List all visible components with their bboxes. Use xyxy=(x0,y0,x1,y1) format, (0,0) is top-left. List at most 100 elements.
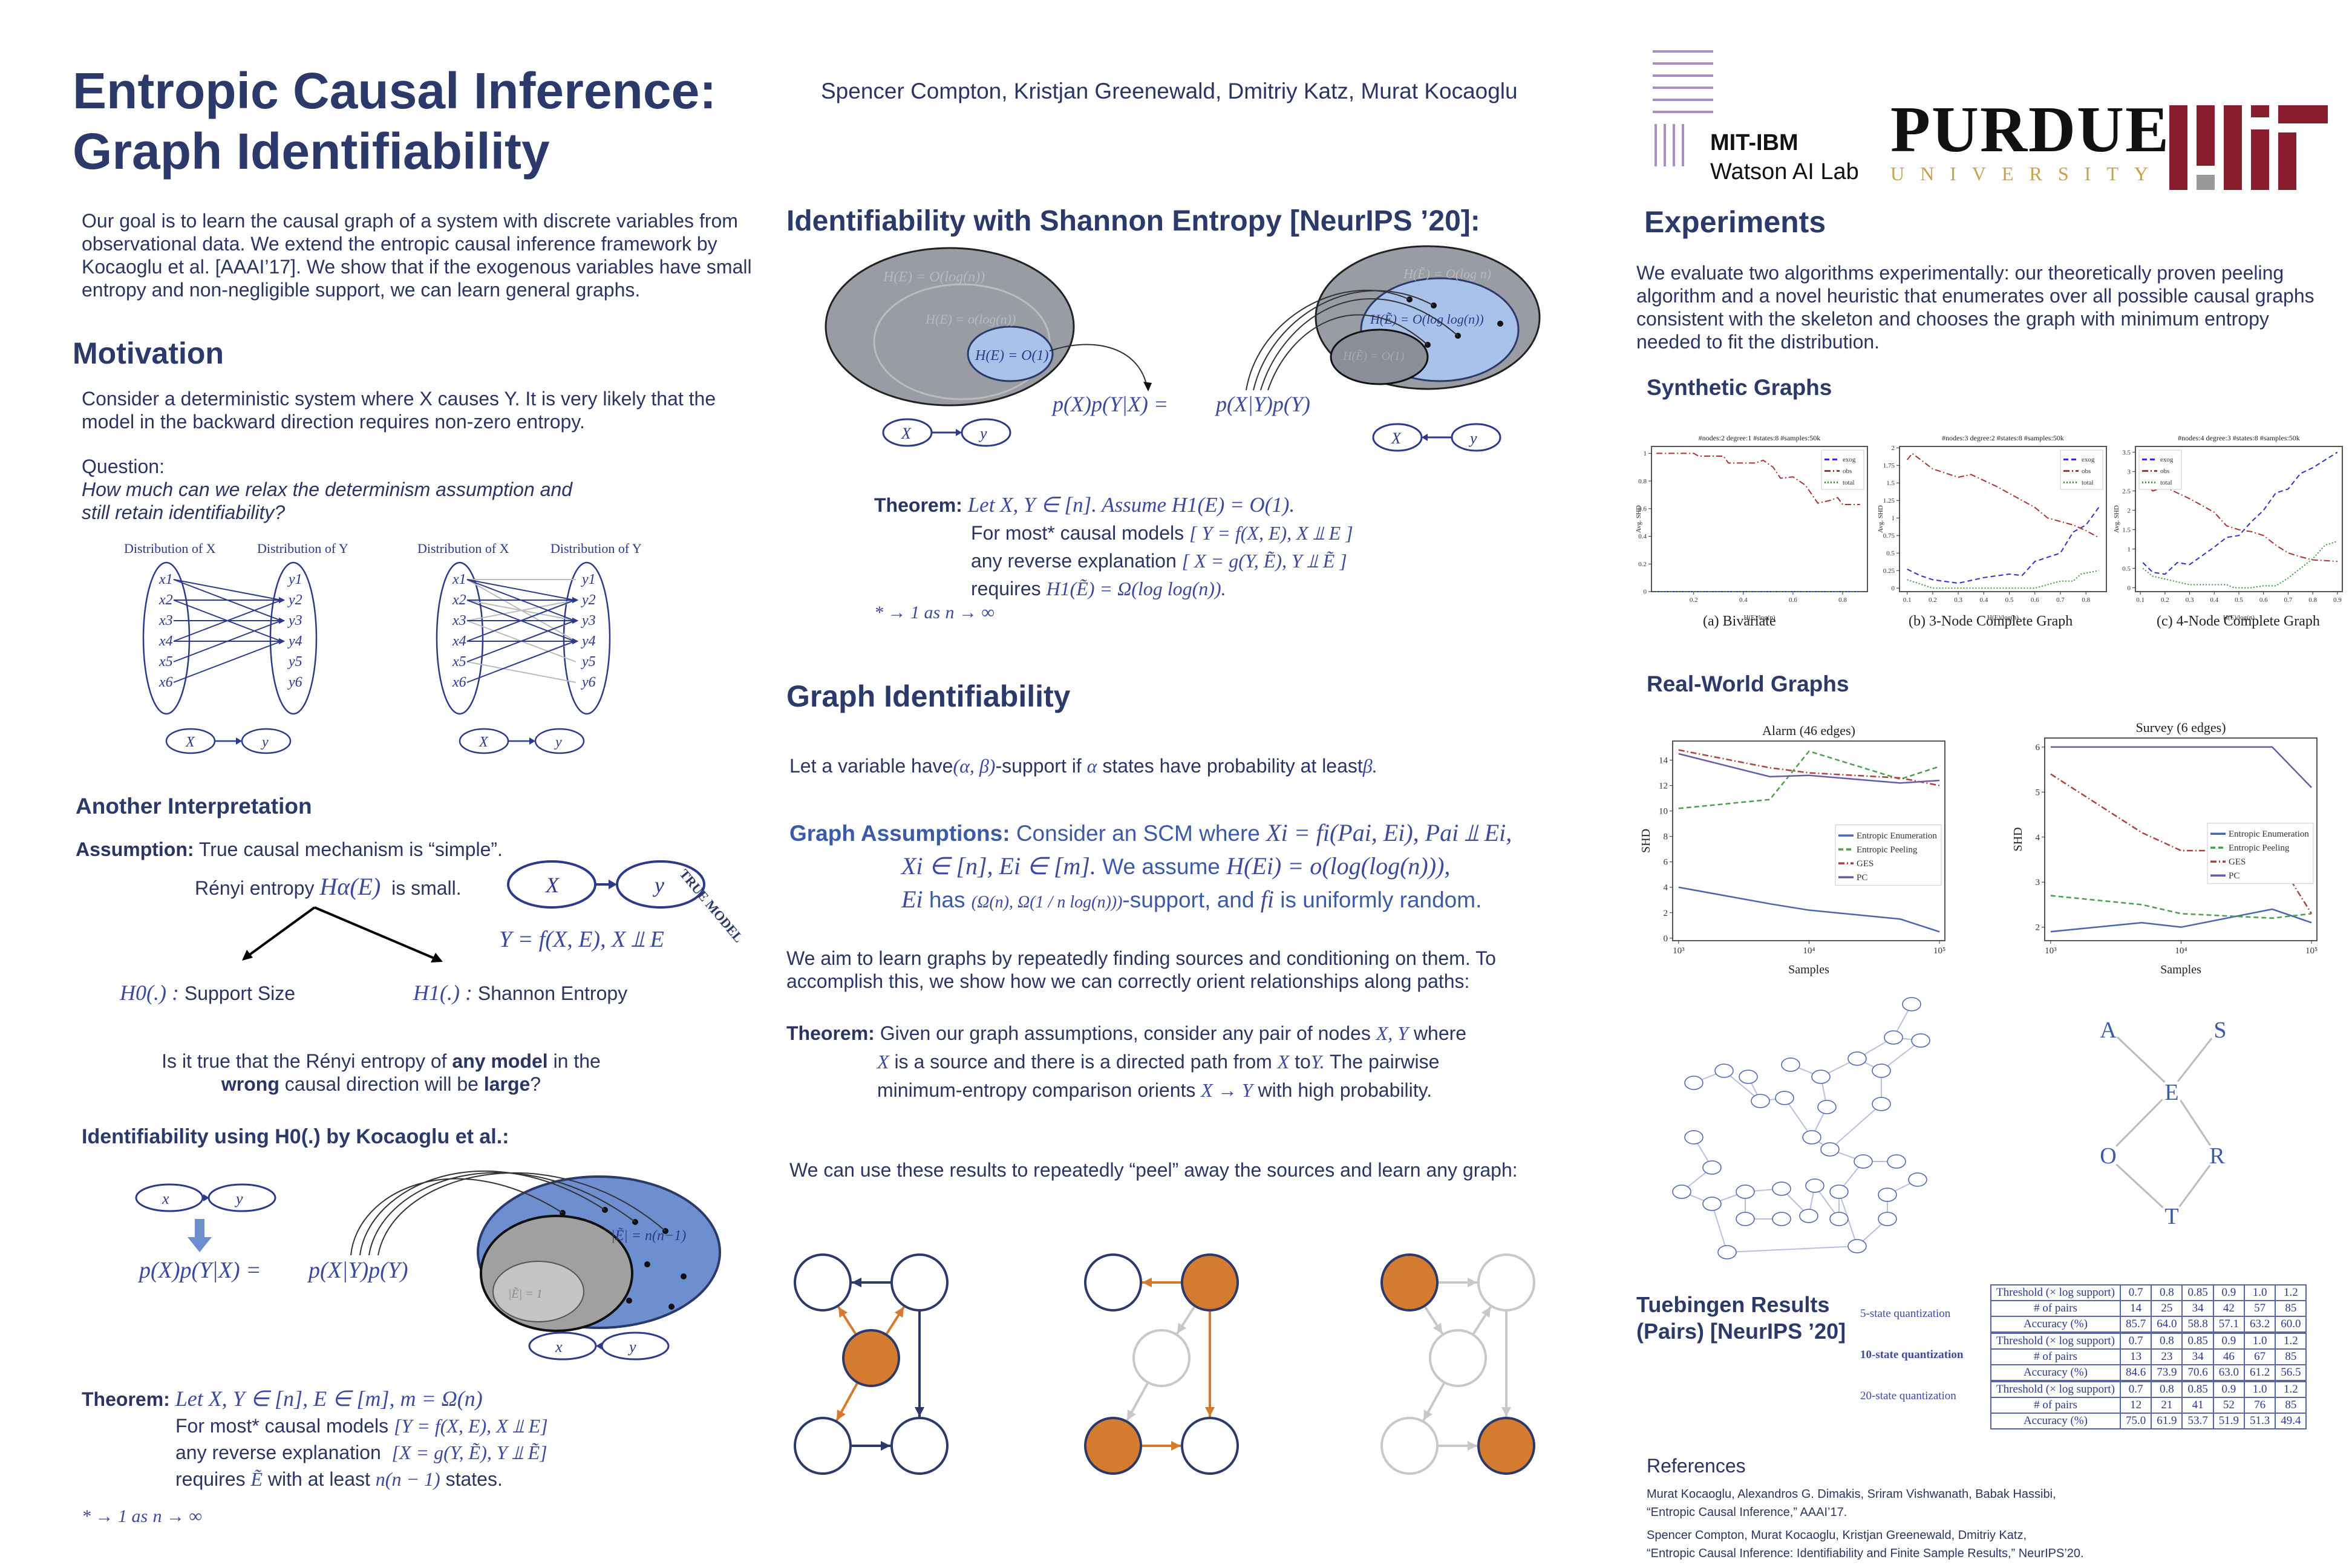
legend-label: Entropic Peeling xyxy=(2229,843,2290,853)
table-cell: 52 xyxy=(2212,1397,2245,1414)
x-tick-label: 0.7 xyxy=(2056,596,2065,604)
mapping-edge xyxy=(466,599,575,642)
x-tick-label: 0.6 xyxy=(2031,596,2039,604)
math-part: H(Ei) = o(log(log(n))), xyxy=(1226,852,1451,880)
y-support-ellipse xyxy=(269,561,318,715)
network-edge xyxy=(1726,1246,1858,1253)
arrowhead xyxy=(279,618,285,624)
node-o: O xyxy=(2100,1143,2116,1169)
y-tick-label: 12 xyxy=(1659,782,1668,791)
legend-label: obs xyxy=(1843,468,1852,475)
math-part: Y. xyxy=(1310,1051,1325,1073)
dist-y-label: Distribution of Y xyxy=(257,541,348,556)
text-part: -support, and xyxy=(1122,887,1255,912)
x-tick-label: 0.8 xyxy=(1838,596,1847,604)
small-node-x: x xyxy=(162,1190,169,1207)
graph-node xyxy=(1084,1253,1142,1312)
weak-edge xyxy=(466,599,577,621)
x-tick-label: 0.4 xyxy=(2210,596,2218,604)
network-node xyxy=(1908,1172,1927,1187)
plot-area xyxy=(1899,446,2107,592)
math-part: Ei xyxy=(901,886,923,913)
x-axis-label: H(E)/log(n) xyxy=(2223,614,2255,621)
y-value-label: y3 xyxy=(581,613,596,629)
theorem-label: Theorem: xyxy=(82,1388,170,1410)
y-tick-label: 1.75 xyxy=(1883,462,1895,469)
arrowhead xyxy=(837,1410,846,1420)
arrowhead xyxy=(572,638,578,644)
mapping-edge xyxy=(173,579,282,601)
x-tick-label: 0.7 xyxy=(2284,596,2293,604)
arrowhead xyxy=(1171,1441,1181,1451)
table-cell: 51.3 xyxy=(2243,1413,2276,1429)
table-cell: 1.2 xyxy=(2275,1284,2307,1301)
graph-node xyxy=(890,1253,949,1312)
arrowhead xyxy=(852,1278,861,1287)
h0-label: Support Size xyxy=(184,982,296,1004)
arrowhead xyxy=(572,597,578,603)
network-node xyxy=(1872,1097,1891,1111)
legend-label: GES xyxy=(2229,857,2246,867)
network-node xyxy=(1902,997,1921,1011)
mit-logo xyxy=(2169,105,2328,190)
network-node xyxy=(1772,1212,1791,1226)
table-cell: 58.8 xyxy=(2181,1316,2214,1333)
model-equation: Y = f(X, E), X ⫫ E xyxy=(499,927,664,952)
y-tick-label: 1.5 xyxy=(1886,480,1895,487)
caption-a: (a) Bivariate xyxy=(1703,613,1776,629)
network-node xyxy=(1775,1091,1794,1105)
references-heading: References xyxy=(1647,1455,1746,1477)
x-tick-label: 10³ xyxy=(1673,946,1685,956)
network-node xyxy=(1739,1070,1758,1084)
caption-b: (b) 3-Node Complete Graph xyxy=(1909,613,2073,629)
graph-theorem: Theorem: Given our graph assumptions, co… xyxy=(786,1019,1466,1105)
q-bold: large xyxy=(483,1073,531,1095)
weak-edge xyxy=(466,661,577,683)
table-cell: 61.2 xyxy=(2243,1364,2276,1382)
x-axis-label: Samples xyxy=(1788,963,1829,976)
purdue-wordmark: PURDUE xyxy=(1890,94,2170,166)
y-tick-label: 1 xyxy=(1892,515,1895,522)
node-y-label: y xyxy=(653,873,664,897)
x-tick-label: 0.8 xyxy=(2308,596,2317,604)
math-part: α xyxy=(1086,755,1097,777)
interpretation-question: Is it true that the Rényi entropy of any… xyxy=(109,1050,653,1096)
network-node xyxy=(1684,1130,1704,1145)
renyi-line: Rényi entropy Hα(E) is small. xyxy=(195,875,462,900)
motivation-text: Consider a deterministic system where X … xyxy=(82,388,716,433)
h1-math: H1(.) : xyxy=(413,981,472,1005)
real-world-heading: Real-World Graphs xyxy=(1647,671,1849,696)
table-cell: 34 xyxy=(2181,1348,2214,1365)
table-cell: 42 xyxy=(2212,1300,2245,1317)
series-line-exog xyxy=(2142,451,2338,575)
references-list: Murat Kocaoglu, Alexandros G. Dimakis, S… xyxy=(1647,1485,2084,1563)
aim-text: We aim to learn graphs by repeatedly fin… xyxy=(786,947,1496,992)
theorem-math: H1(Ẽ) = Ω(log log(n)). xyxy=(1046,578,1226,599)
arrowhead xyxy=(894,1307,904,1318)
mapping-edge xyxy=(466,579,575,621)
theorem-math: Ẽ xyxy=(250,1468,263,1490)
network-node xyxy=(1878,1212,1897,1226)
x-tick-label: 0.5 xyxy=(2005,596,2014,604)
y-tick-label: 2 xyxy=(1664,909,1668,918)
node-t: T xyxy=(2164,1204,2178,1229)
y-tick-label: 6 xyxy=(1664,858,1668,867)
text-part: Consider an SCM where xyxy=(1016,821,1260,846)
x-tick-label: 0.2 xyxy=(1690,596,1698,604)
y-tick-label: 0 xyxy=(1644,589,1647,596)
synthetic-heading: Synthetic Graphs xyxy=(1647,375,1832,400)
equation-right: p(X|Y)p(Y) xyxy=(307,1258,408,1283)
true-model-label: TRUE MODEL xyxy=(676,866,746,946)
table-cell: 0.85 xyxy=(2181,1284,2214,1301)
network-node xyxy=(1811,1070,1831,1084)
node-y-label: y xyxy=(261,734,269,750)
series-line-total xyxy=(2142,540,2338,589)
network-node xyxy=(1717,1245,1737,1259)
math-part: X xyxy=(877,1051,889,1073)
legend-label: total xyxy=(1843,479,1855,486)
mit-ibm-stripes-icon xyxy=(1653,50,1713,166)
